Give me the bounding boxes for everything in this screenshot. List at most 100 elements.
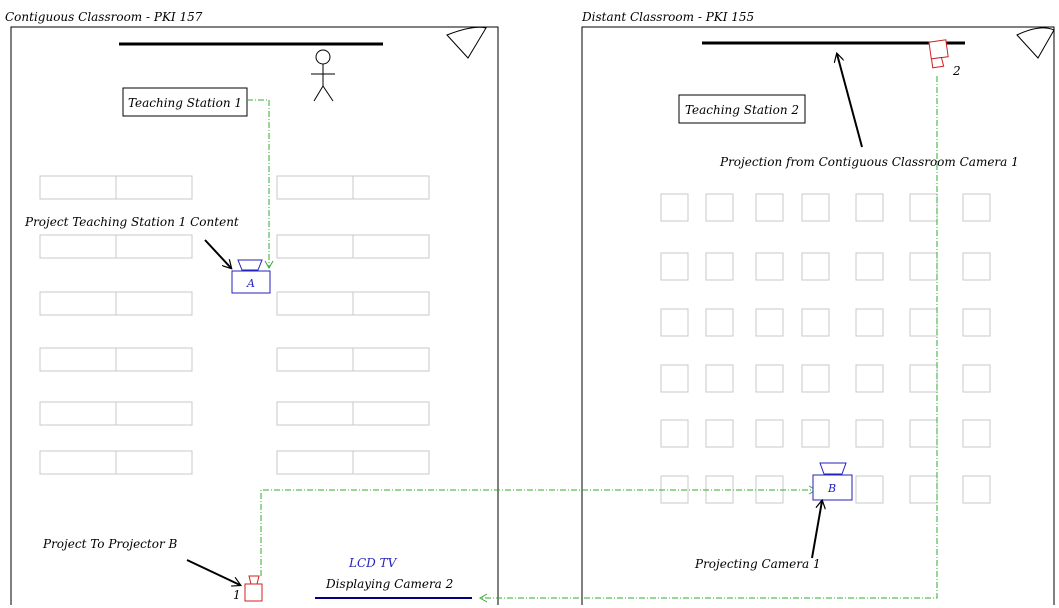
desk <box>276 450 354 475</box>
seat <box>909 364 938 393</box>
desk <box>276 291 354 316</box>
arrow-to-projector-a <box>204 239 231 268</box>
desk <box>39 347 117 372</box>
seat <box>909 252 938 281</box>
teaching-station-1-label: Teaching Station 1 <box>128 96 242 110</box>
camera-2-icon <box>928 39 949 69</box>
seat <box>909 475 938 504</box>
seat <box>705 252 734 281</box>
desk <box>352 234 430 259</box>
desk <box>39 450 117 475</box>
signal-paths <box>247 76 938 599</box>
seat <box>660 364 689 393</box>
seat <box>801 419 830 448</box>
instructor-figure-icon <box>311 49 335 102</box>
signal-camera1-to-projector-b <box>260 489 816 576</box>
annotation-arrows <box>186 54 863 585</box>
camera-2-label: 2 <box>952 64 961 78</box>
desk <box>352 450 430 475</box>
right-room-title: Distant Classroom - PKI 155 <box>581 10 754 24</box>
projector-b-icon <box>812 462 853 501</box>
projection-from-label: Projection from Contiguous Classroom Cam… <box>719 155 1019 169</box>
seat <box>801 193 830 222</box>
projecting-camera-1-label: Projecting Camera 1 <box>694 557 821 571</box>
right-seats <box>660 193 991 504</box>
seat <box>855 193 884 222</box>
camera-1-icon <box>244 575 263 602</box>
seat <box>962 364 991 393</box>
seat <box>755 364 784 393</box>
right-room-wall <box>581 26 1055 605</box>
lcd-tv-label: LCD TV <box>348 556 398 570</box>
seat <box>755 252 784 281</box>
seat <box>855 308 884 337</box>
desk <box>115 234 193 259</box>
seat <box>962 193 991 222</box>
seat <box>855 475 884 504</box>
seat <box>855 419 884 448</box>
desk <box>352 401 430 426</box>
seat <box>705 419 734 448</box>
arrowhead <box>478 593 488 603</box>
seat <box>801 252 830 281</box>
camera-1-label: 1 <box>233 588 241 602</box>
seat <box>660 308 689 337</box>
arrow-to-screen <box>837 54 863 148</box>
seat <box>705 364 734 393</box>
seat <box>705 193 734 222</box>
seat <box>855 364 884 393</box>
displaying-camera-2-label: Displaying Camera 2 <box>325 577 453 591</box>
seat <box>801 308 830 337</box>
desk <box>352 175 430 200</box>
desk <box>39 175 117 200</box>
desk <box>276 401 354 426</box>
seat <box>909 308 938 337</box>
seat <box>755 193 784 222</box>
desk <box>276 175 354 200</box>
seat <box>962 475 991 504</box>
seat <box>909 193 938 222</box>
seat <box>660 252 689 281</box>
teaching-station-2-box <box>678 94 806 124</box>
seat <box>962 419 991 448</box>
arrow-to-projector-b <box>811 501 822 559</box>
teaching-station-2-label: Teaching Station 2 <box>685 103 799 117</box>
signal-camera2-to-tv <box>480 76 938 599</box>
arrow-to-camera-1 <box>186 559 240 585</box>
desk <box>39 291 117 316</box>
seat <box>755 419 784 448</box>
desk <box>39 234 117 259</box>
projector-a-label: A <box>246 277 255 290</box>
seat <box>660 419 689 448</box>
seat <box>660 193 689 222</box>
left-room-wall <box>10 26 499 605</box>
desk <box>39 401 117 426</box>
seat <box>855 252 884 281</box>
seat <box>909 419 938 448</box>
desk <box>115 175 193 200</box>
right-door-icon <box>1016 27 1055 59</box>
seat <box>705 308 734 337</box>
desk <box>352 347 430 372</box>
desk <box>276 234 354 259</box>
projector-a-icon <box>231 259 271 294</box>
desk <box>115 450 193 475</box>
desk <box>115 291 193 316</box>
signal-ts1-to-projector-a <box>247 99 270 267</box>
seat <box>962 308 991 337</box>
left-room-title: Contiguous Classroom - PKI 157 <box>5 10 203 24</box>
seat <box>801 364 830 393</box>
left-desks <box>39 175 430 475</box>
seat <box>962 252 991 281</box>
projector-b-label: B <box>827 482 836 495</box>
desk <box>276 347 354 372</box>
left-door-icon <box>446 26 487 59</box>
project-ts1-label: Project Teaching Station 1 Content <box>24 215 239 229</box>
seat <box>755 308 784 337</box>
desk <box>115 347 193 372</box>
arrowhead <box>264 260 274 270</box>
desk <box>115 401 193 426</box>
teaching-station-1-box <box>122 87 248 117</box>
desk <box>352 291 430 316</box>
